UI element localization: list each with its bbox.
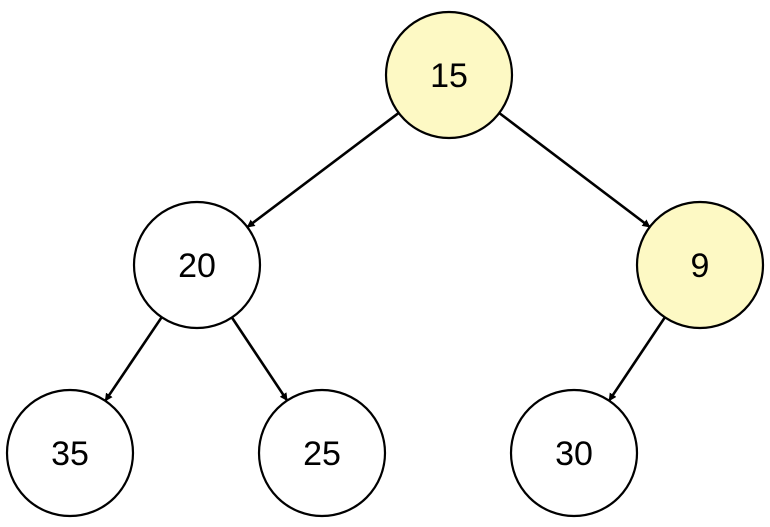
tree-nodes: 15 20 9 35 25 30	[5, 10, 765, 518]
node-label: 30	[555, 435, 593, 473]
node-label: 15	[430, 57, 468, 95]
edge-15-to-9	[498, 111, 651, 229]
tree-node-15: 15	[384, 10, 514, 140]
tree-node-35: 35	[5, 388, 135, 518]
node-circle	[257, 388, 387, 518]
edge-20-to-25	[230, 316, 289, 402]
edge-20-to-35	[104, 316, 163, 402]
tree-node-20: 20	[132, 200, 262, 330]
node-circle	[635, 200, 765, 330]
node-label: 20	[178, 247, 216, 285]
node-circle	[5, 388, 135, 518]
tree-edges	[104, 111, 666, 402]
node-label: 35	[51, 435, 89, 473]
edge-9-to-30	[608, 316, 666, 402]
node-label: 25	[303, 435, 341, 473]
tree-node-25: 25	[257, 388, 387, 518]
edge-15-to-20	[246, 111, 400, 229]
node-circle	[509, 388, 639, 518]
node-circle	[132, 200, 262, 330]
tree-node-30: 30	[509, 388, 639, 518]
node-label: 9	[691, 247, 710, 285]
tree-node-9: 9	[635, 200, 765, 330]
node-circle	[384, 10, 514, 140]
